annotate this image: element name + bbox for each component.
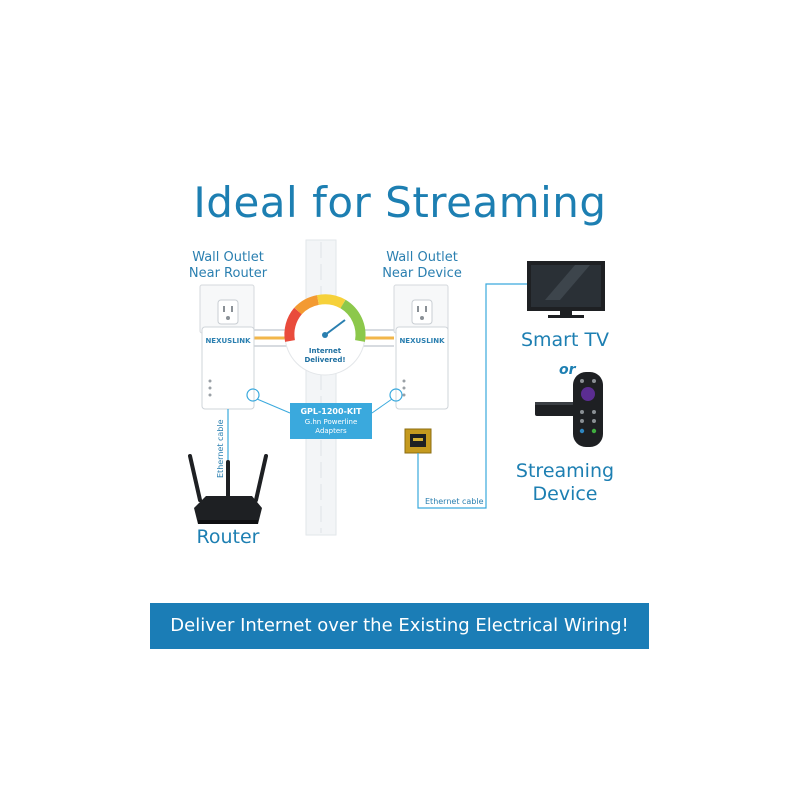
remote-icon bbox=[573, 372, 603, 447]
wall-outlet-icon bbox=[200, 285, 254, 333]
kit-line3: Adapters bbox=[290, 427, 372, 436]
or-label: or bbox=[559, 362, 576, 378]
bottom-banner: Deliver Internet over the Existing Elect… bbox=[150, 603, 649, 649]
outlet-router-label: Wall Outlet Near Router bbox=[178, 250, 278, 282]
outlet-router-line1: Wall Outlet bbox=[178, 250, 278, 266]
wall-column bbox=[306, 240, 336, 535]
router-label: Router bbox=[178, 526, 278, 549]
kit-callout-box: GPL-1200-KIT G.hn Powerline Adapters bbox=[290, 403, 372, 439]
outlet-device-label: Wall Outlet Near Device bbox=[372, 250, 472, 282]
smart-tv-icon bbox=[527, 261, 605, 318]
kit-model: GPL-1200-KIT bbox=[290, 406, 372, 418]
gauge-line1: Internet bbox=[295, 347, 355, 356]
ethernet-cable-right-label: Ethernet cable bbox=[425, 497, 484, 506]
adapter-brand-right: NEXUSLINK bbox=[397, 337, 447, 345]
callout-line bbox=[257, 399, 290, 413]
smart-tv-label: Smart TV bbox=[510, 329, 620, 352]
streaming-device-label: Streaming Device bbox=[505, 460, 625, 506]
ethernet-cable-left-label: Ethernet cable bbox=[216, 419, 225, 478]
callout-line bbox=[372, 399, 392, 413]
router-icon bbox=[190, 456, 266, 524]
kit-line2: G.hn Powerline bbox=[290, 418, 372, 427]
streaming-device-line2: Device bbox=[505, 483, 625, 506]
gauge-line2: Delivered! bbox=[295, 356, 355, 365]
gauge-label: Internet Delivered! bbox=[295, 347, 355, 365]
outlet-device-line2: Near Device bbox=[372, 266, 472, 282]
wall-outlet-icon bbox=[394, 285, 448, 333]
ethernet-port-icon bbox=[405, 429, 431, 453]
streaming-device-line1: Streaming bbox=[505, 460, 625, 483]
outlet-router-line2: Near Router bbox=[178, 266, 278, 282]
outlet-device-line1: Wall Outlet bbox=[372, 250, 472, 266]
adapter-brand-left: NEXUSLINK bbox=[203, 337, 253, 345]
